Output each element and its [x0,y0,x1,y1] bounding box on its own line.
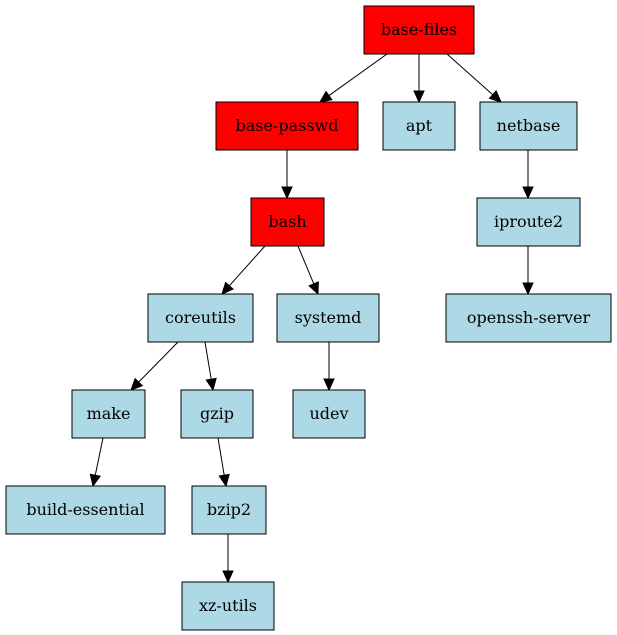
node-box [180,389,254,439]
node-label: iproute2 [494,212,563,231]
node-box [181,581,275,631]
node-box [382,101,456,151]
edge-base-files-to-netbase [446,53,502,103]
node-box [363,5,475,55]
node-iproute2[interactable]: iproute2 [476,197,581,247]
node-label: openssh-server [467,308,591,327]
arrowhead-icon [222,570,234,584]
node-udev[interactable]: udev [292,389,366,439]
arrowhead-icon [319,90,333,103]
edge-bash-to-coreutils [221,245,266,295]
node-netbase[interactable]: netbase [479,101,578,151]
arrowhead-icon [413,90,425,104]
node-label: gzip [200,404,234,423]
arrowhead-icon [205,377,217,392]
node-bzip2[interactable]: bzip2 [191,485,267,535]
node-xz-utils[interactable]: xz-utils [181,581,275,631]
node-label: build-essential [26,500,144,519]
node-box [215,101,359,151]
node-label: udev [309,404,348,423]
node-base-files[interactable]: base-files [363,5,475,55]
edge-line [446,53,494,96]
edges-layer [89,53,534,584]
node-box [5,485,166,535]
arrowhead-icon [218,473,230,488]
node-label: base-files [381,20,457,39]
arrowhead-icon [488,90,502,103]
node-apt[interactable]: apt [382,101,456,151]
nodes-layer: base-files base-passwd apt netbase bash iprou… [5,5,612,631]
node-label: apt [406,116,433,135]
edge-line [228,245,266,287]
arrowhead-icon [130,377,144,391]
node-box [250,197,325,247]
node-box [71,389,146,439]
node-base-passwd[interactable]: base-passwd [215,101,359,151]
edge-coreutils-to-gzip [204,341,217,392]
arrowhead-icon [522,282,534,296]
edge-base-files-to-apt [413,54,425,104]
arrowhead-icon [323,378,335,392]
edge-line [217,437,225,476]
node-gzip[interactable]: gzip [180,389,254,439]
node-box [292,389,366,439]
arrowhead-icon [281,186,293,200]
edge-base-files-to-base-passwd [319,53,388,103]
node-label: systemd [295,308,362,327]
node-box [445,293,612,343]
node-box [147,293,254,343]
node-label: coreutils [165,308,236,327]
edge-coreutils-to-make [130,341,179,391]
edge-systemd-to-udev [323,342,335,392]
edge-make-to-build-essential [89,437,104,488]
node-make[interactable]: make [71,389,146,439]
edge-gzip-to-bzip2 [217,437,230,488]
arrowhead-icon [221,281,234,295]
node-label: base-passwd [235,116,338,135]
edge-line [94,437,104,476]
edge-netbase-to-iproute2 [522,150,534,200]
edge-bash-to-systemd [297,245,319,296]
node-label: xz-utils [199,596,257,615]
edge-base-passwd-to-bash [281,150,293,200]
arrowhead-icon [308,281,319,296]
edge-line [297,245,315,285]
node-box [479,101,578,151]
edge-line [328,53,388,97]
arrowhead-icon [522,186,534,200]
node-systemd[interactable]: systemd [276,293,380,343]
node-label: netbase [497,116,561,135]
arrowhead-icon [89,473,102,488]
edge-bzip2-to-xz-utils [222,534,234,584]
node-bash[interactable]: bash [250,197,325,247]
edge-iproute2-to-openssh-server [522,246,534,296]
node-coreutils[interactable]: coreutils [147,293,254,343]
node-label: bash [268,212,306,231]
node-label: make [87,404,131,423]
node-label: bzip2 [207,500,251,519]
node-box [191,485,267,535]
edge-line [138,341,179,383]
node-box [276,293,380,343]
node-openssh-server[interactable]: openssh-server [445,293,612,343]
node-build-essential[interactable]: build-essential [5,485,166,535]
edge-line [204,341,212,380]
node-box [476,197,581,247]
